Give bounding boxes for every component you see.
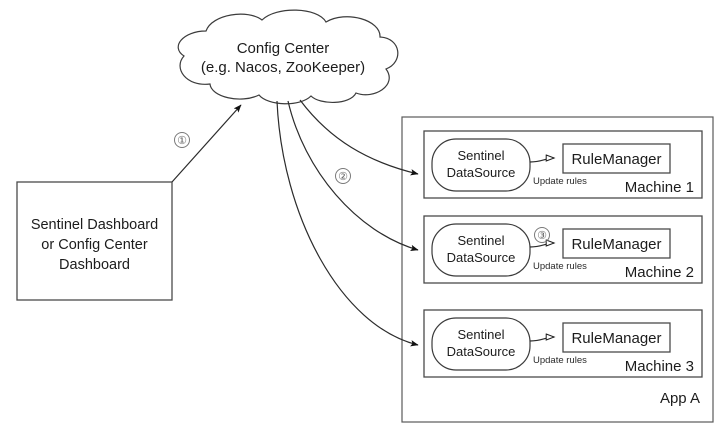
arrow-config-center-to-machine-3 <box>276 100 419 347</box>
app-a-label: App A <box>660 390 700 407</box>
datasource-line-1-m2: Sentinel <box>458 233 505 248</box>
datasource-line-2-m2: DataSource <box>447 250 516 265</box>
machine-box-1: Sentinel DataSource Update rules RuleMan… <box>423 130 703 199</box>
sentinel-datasource-shape-3 <box>431 317 531 371</box>
step-marker-two: ② <box>335 168 351 184</box>
config-center-label: Config Center (e.g. Nacos, ZooKeeper) <box>201 40 365 76</box>
dashboard-line-3: Dashboard <box>59 257 130 273</box>
datasource-line-1-m3: Sentinel <box>458 327 505 342</box>
step-marker-one: ① <box>174 132 190 148</box>
sentinel-datasource-shape-2 <box>431 223 531 277</box>
rule-manager-box-1 <box>562 143 671 174</box>
rule-manager-box-2 <box>562 228 671 259</box>
arrow-dashboard-to-config-center <box>171 104 242 183</box>
step-marker-three-label: ③ <box>537 230 547 242</box>
step-marker-two-label: ② <box>338 171 348 183</box>
rule-manager-box-3 <box>562 322 671 353</box>
update-rules-arrow-3 <box>529 337 554 342</box>
arrow-config-center-to-machine-2 <box>287 100 419 252</box>
machine-label-3: Machine 3 <box>625 358 694 375</box>
rule-manager-label-1: RuleManager <box>571 151 661 168</box>
update-rules-label-1: Update rules <box>533 176 587 187</box>
datasource-line-2-m1: DataSource <box>447 165 516 180</box>
dashboard-line-2: or Config Center <box>41 237 148 253</box>
machine-box-2: Sentinel DataSource Update rules ③ RuleM… <box>423 215 703 284</box>
machine-label-1: Machine 1 <box>625 179 694 196</box>
cloud-line-1: Config Center <box>237 40 330 57</box>
update-rules-label-3: Update rules <box>533 355 587 366</box>
rule-manager-label-2: RuleManager <box>571 236 661 253</box>
update-rules-arrow-2 <box>529 243 554 248</box>
config-center-cloud <box>177 9 399 105</box>
dashboard-line-1: Sentinel Dashboard <box>31 217 158 233</box>
arrow-config-center-to-machine-1 <box>299 99 419 176</box>
sentinel-datasource-shape-1 <box>431 138 531 192</box>
dashboard-box: Sentinel Dashboard or Config Center Dash… <box>16 181 173 301</box>
update-rules-label-2: Update rules <box>533 261 587 272</box>
update-rules-arrow-1 <box>529 158 554 163</box>
machine-label-2: Machine 2 <box>625 264 694 281</box>
cloud-line-2: (e.g. Nacos, ZooKeeper) <box>201 59 365 76</box>
step-marker-three-circle <box>534 227 550 243</box>
datasource-line-2-m3: DataSource <box>447 344 516 359</box>
datasource-line-1-m1: Sentinel <box>458 148 505 163</box>
step-marker-one-label: ① <box>177 135 187 147</box>
rule-manager-label-3: RuleManager <box>571 330 661 347</box>
machine-box-3: Sentinel DataSource Update rules RuleMan… <box>423 309 703 378</box>
